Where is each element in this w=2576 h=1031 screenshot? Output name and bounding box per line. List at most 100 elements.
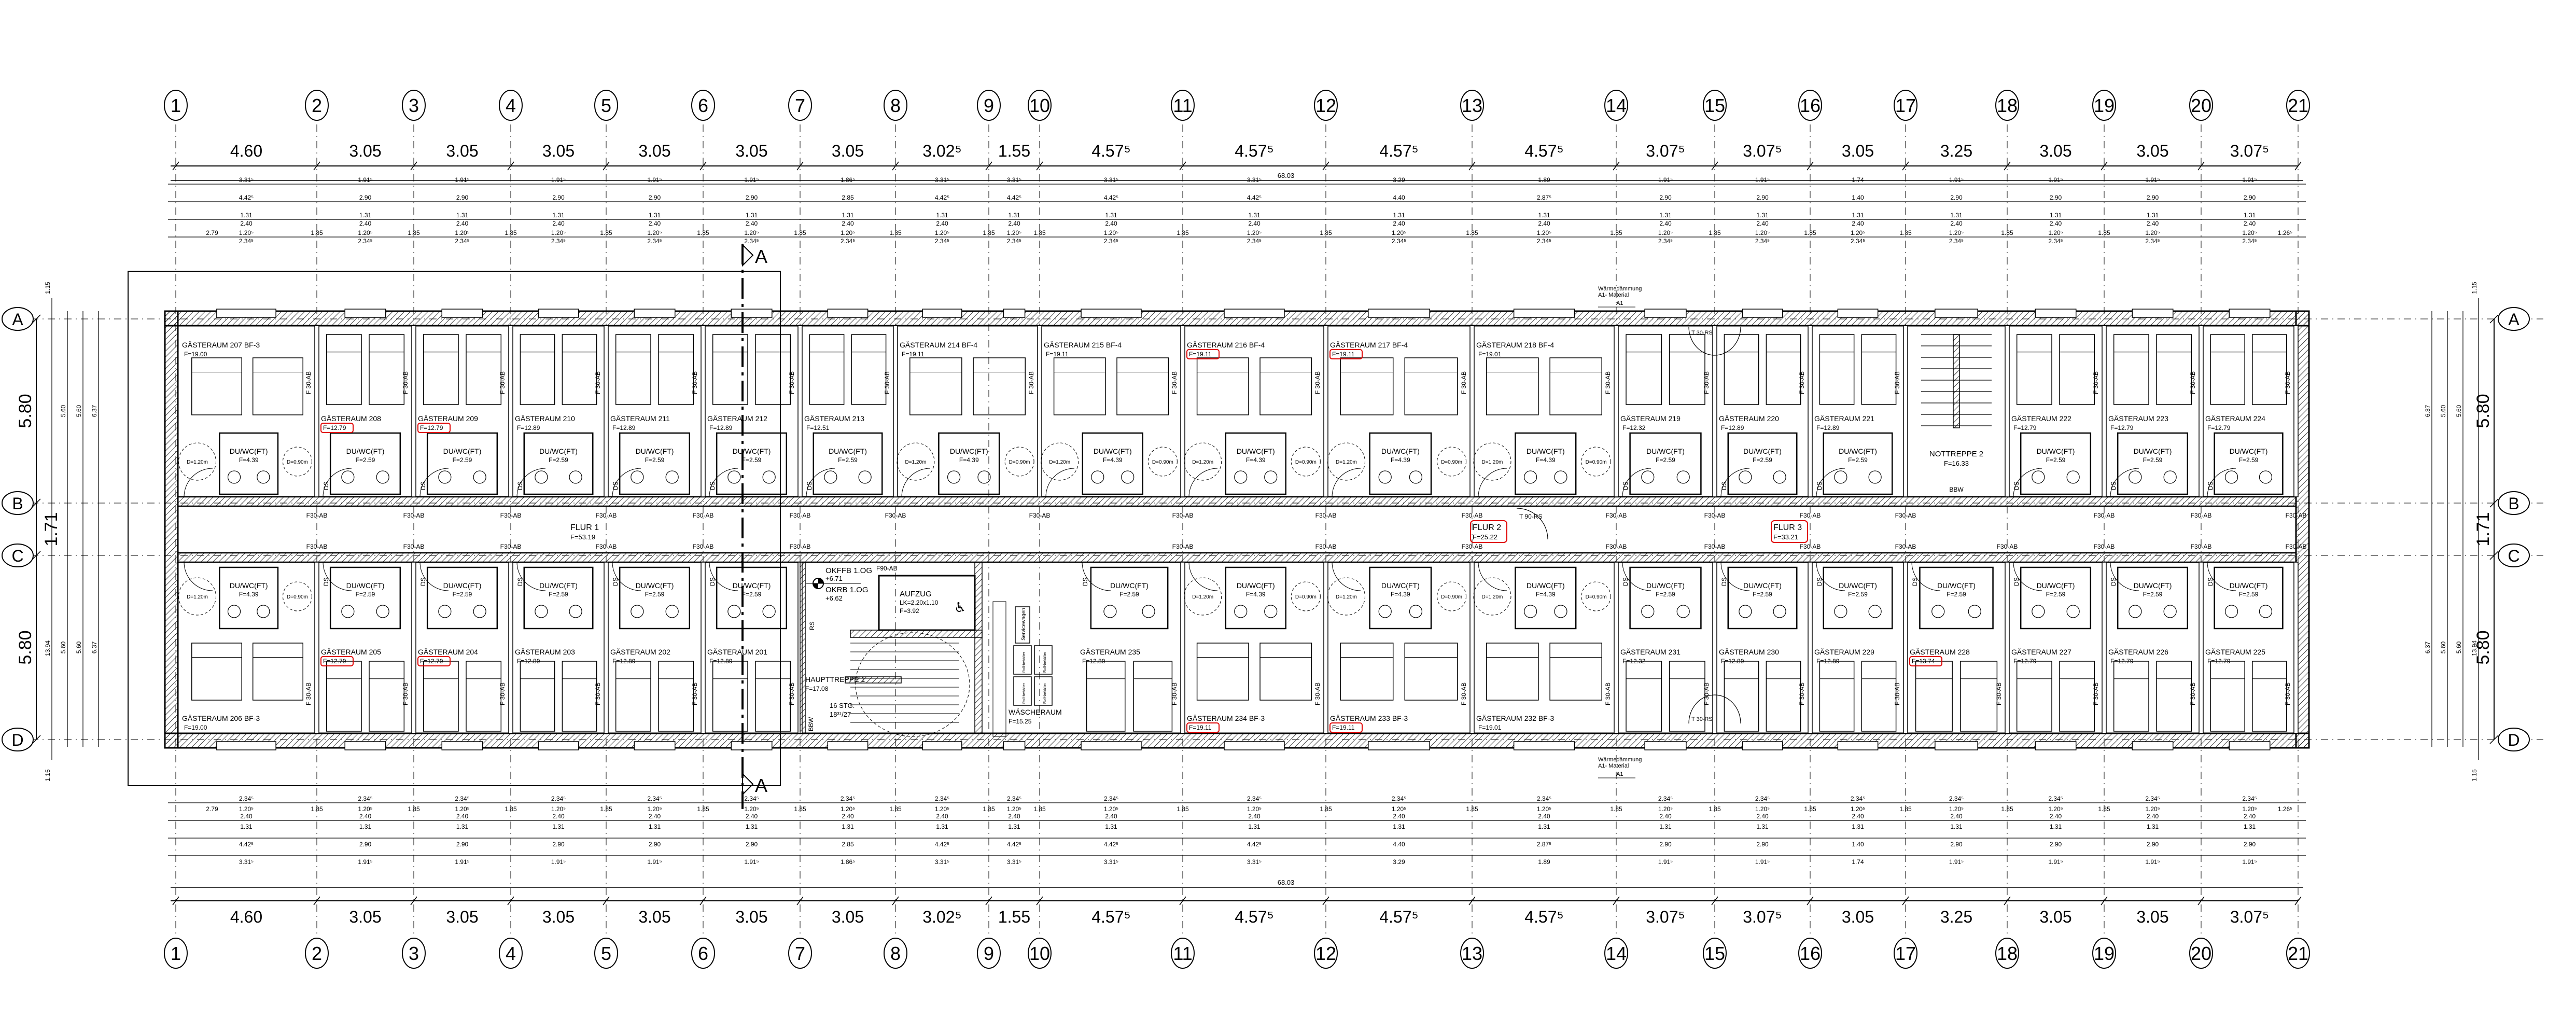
grid-bubble-11 — [1171, 938, 1195, 969]
dimension-tick — [1036, 161, 1043, 171]
window-opening-dimension: 2.34⁵ — [1104, 238, 1118, 245]
smoke-door-top: T 30-RS — [1688, 326, 1741, 356]
door-closer-label: DS — [1720, 481, 1728, 490]
bathroom-walls — [329, 566, 401, 630]
turning-circle-large — [1041, 442, 1079, 481]
stair-riser: 18³¹/27 — [830, 710, 851, 718]
window-sill-dimension: 1.20⁵ — [2048, 229, 2063, 236]
window-opening-dimension: 2.34⁵ — [2048, 795, 2063, 802]
grid-bubble-10 — [1028, 90, 1052, 121]
bathroom-walls — [716, 432, 788, 495]
axis-spacing-dimension: 3.07⁵ — [1743, 142, 1782, 160]
window-sill-dimension: 1.20⁵ — [1658, 805, 1673, 813]
insulation-note-title: Wärmedämmung — [1598, 757, 1642, 763]
bathroom-walls — [716, 566, 788, 630]
window-sill-dimension: 1.20⁵ — [2145, 229, 2160, 236]
dimension-tick — [32, 498, 41, 508]
bathroom: DU/WC(FT)F=2.59 — [329, 432, 401, 495]
partition-rating-label: F 30-AB — [402, 682, 409, 705]
axis-spacing-dimension: 3.05 — [2039, 142, 2071, 160]
window-sill-dimension: 1.20⁵ — [1537, 229, 1551, 236]
room-name: GÄSTERAUM 230 — [1719, 648, 1779, 656]
washbasin-icon — [1676, 470, 1690, 484]
toilet-icon — [1378, 605, 1392, 618]
washbasin-icon — [473, 605, 486, 618]
toilet-icon — [535, 470, 548, 484]
partition-wall — [1712, 562, 1717, 734]
washbasin-icon — [1968, 605, 1981, 618]
grid-label-bottom-18: 18 — [1997, 943, 2018, 964]
axis-spacing-dimension: 3.05 — [1842, 142, 1874, 160]
dimension-tick — [507, 161, 514, 171]
bathroom-area: F=2.59 — [549, 591, 568, 598]
washbasin-icon — [569, 470, 582, 484]
wall-rating-label: F30-AB — [1315, 543, 1337, 550]
bathroom-name: DU/WC(FT) — [443, 581, 482, 590]
axis-spacing-dimension: 4.57⁵ — [1524, 908, 1564, 926]
inner-dimension: 3.31⁵ — [239, 176, 254, 184]
partition-rating-label: F 30-AB — [402, 371, 409, 394]
stair-wall-left — [800, 562, 806, 734]
partition-rating-label: F 30-AB — [499, 682, 506, 705]
wall-dimension: 2.90 — [359, 194, 372, 201]
washbasin-icon — [257, 470, 270, 484]
partition-wall — [1903, 325, 1908, 497]
window-width-dimension: 1.31 — [936, 823, 948, 830]
partition-wall — [604, 562, 609, 734]
bathroom: DU/WC(FT)F=2.59 — [329, 566, 401, 630]
bathroom-name: DU/WC(FT) — [1743, 447, 1782, 455]
wall-dimension: 2.90 — [649, 194, 661, 201]
partition-wall — [1469, 325, 1475, 497]
bed — [252, 643, 303, 701]
corridor-fire-door: T 90-RS — [1516, 508, 1548, 540]
wall-rating-label: F30-AB — [693, 543, 714, 550]
partition-rating-label: F 30-AB — [1028, 371, 1035, 394]
window-height-dimension: 2.40 — [1538, 813, 1550, 820]
partition-wall — [314, 325, 319, 497]
room-name: GÄSTERAUM 225 — [2205, 648, 2265, 656]
pier-dimension: 1.85 — [1804, 805, 1816, 813]
washbasin-icon — [2259, 605, 2273, 618]
door-swing — [2013, 562, 2042, 591]
grid-row-label-left-C: C — [11, 547, 23, 565]
turning-circle-small-label: D=0.90m — [1152, 459, 1173, 465]
door-closer-label: DS — [709, 481, 716, 490]
axis-spacing-dimension: 4.60 — [230, 142, 262, 160]
window-top — [1003, 309, 1026, 318]
wall-dimension: 2.90 — [1659, 841, 1672, 848]
washbasin-icon — [977, 470, 991, 484]
bed — [973, 357, 1026, 415]
corridor-wall-south — [177, 552, 2297, 563]
axis-spacing-dimension: 3.05 — [542, 142, 575, 160]
wall-dimension: 4.42⁵ — [935, 194, 949, 201]
turning-circle-small — [1147, 447, 1178, 477]
window-height-dimension: 2.40 — [936, 220, 948, 227]
grid-label-bottom-12: 12 — [1315, 943, 1336, 964]
room-name: GÄSTERAUM 223 — [2108, 414, 2168, 423]
partition-wall — [2199, 562, 2204, 734]
bed — [2156, 334, 2192, 405]
dimension-tick — [2294, 896, 2302, 905]
window-width-dimension: 1.31 — [2244, 823, 2256, 830]
door-closer-label: DS — [612, 577, 619, 586]
toilet-icon — [2224, 605, 2238, 618]
bathroom-area: F=4.39 — [1391, 456, 1410, 464]
room-area: F=19.00 — [184, 351, 207, 358]
door-swing — [184, 562, 213, 591]
room-name: GÄSTERAUM 208 — [321, 414, 381, 423]
bed — [755, 334, 791, 405]
partition-rating-label: F 30-AB — [2189, 371, 2196, 394]
axis-spacing-dimension: 3.07⁵ — [2230, 908, 2270, 926]
wall-dimension: 2.90 — [2050, 194, 2062, 201]
window-sill-dimension: 1.20⁵ — [2242, 229, 2257, 236]
window-opening-dimension: 2.34⁵ — [744, 795, 759, 802]
window-opening-dimension: 2.34⁵ — [1392, 795, 1406, 802]
partition-rating-label: F 30-AB — [1894, 682, 1901, 705]
partition-rating-label: F 30-AB — [788, 682, 795, 705]
